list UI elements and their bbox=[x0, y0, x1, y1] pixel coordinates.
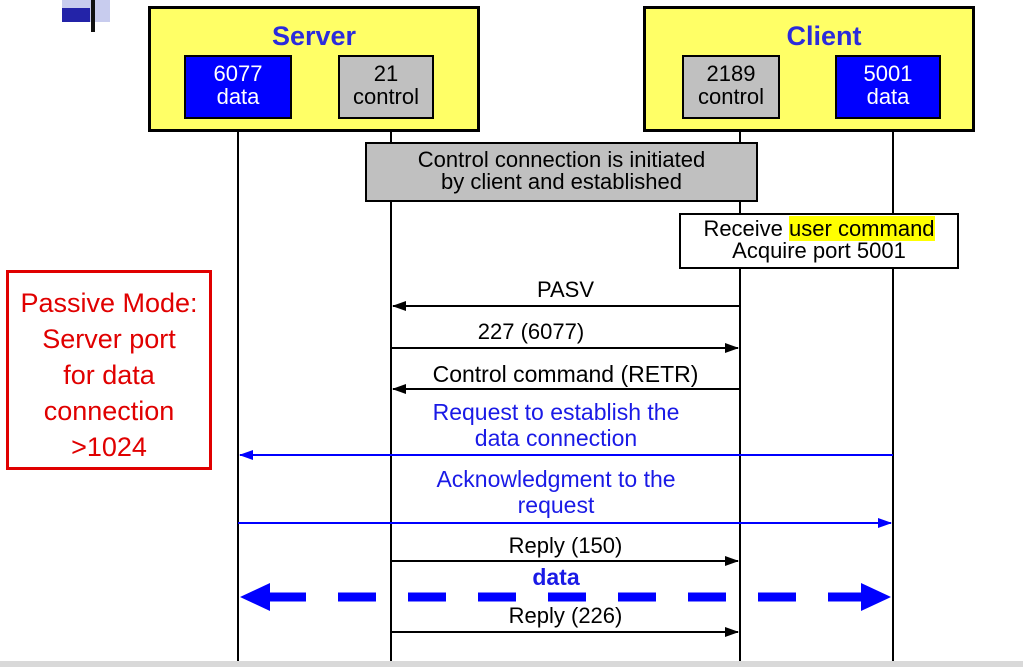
passive-mode-note: Passive Mode: Server port for data conne… bbox=[6, 270, 212, 470]
server-box: Server 6077 data 21 control bbox=[148, 6, 480, 132]
client-data-port: 5001 data bbox=[835, 55, 941, 119]
arrowhead-data-left bbox=[240, 583, 270, 611]
label-pasv: PASV bbox=[536, 277, 595, 302]
passive-mode-line-5: >1024 bbox=[71, 432, 147, 462]
server-control-port: 21 control bbox=[338, 55, 434, 119]
server-data-port-number: 6077 bbox=[213, 61, 263, 86]
passive-mode-line-3: for data bbox=[63, 360, 155, 390]
client-data-port-number: 5001 bbox=[863, 61, 913, 86]
control-connection-note-line2: by client and established bbox=[441, 169, 682, 194]
server-control-port-number: 21 bbox=[373, 61, 399, 86]
label-reply-226: Reply (226) bbox=[508, 603, 623, 628]
server-control-port-label: control bbox=[352, 84, 420, 109]
client-data-port-label: data bbox=[866, 84, 910, 109]
label-request-line2: data connection bbox=[474, 425, 638, 451]
user-command-highlight: user command bbox=[789, 216, 935, 241]
label-227: 227 (6077) bbox=[477, 319, 585, 344]
passive-mode-line-1: Passive Mode: bbox=[20, 288, 198, 318]
label-ack-line2: request bbox=[517, 492, 595, 518]
client-box: Client 2189 control 5001 data bbox=[643, 6, 975, 132]
client-action-note-prefix: Receive bbox=[703, 216, 790, 241]
slide-bottom-border bbox=[0, 661, 1023, 667]
client-action-note-line1: Receive user command bbox=[681, 216, 957, 241]
passive-mode-line-2: Server port bbox=[42, 324, 176, 354]
slide-decoration-bar bbox=[62, 8, 90, 22]
server-title: Server bbox=[271, 21, 357, 51]
slide-decoration-line bbox=[91, 0, 95, 32]
client-action-note-line2: Acquire port 5001 bbox=[732, 238, 906, 263]
client-title: Client bbox=[786, 21, 862, 51]
label-data: data bbox=[532, 564, 580, 590]
client-control-port-number: 2189 bbox=[706, 61, 756, 86]
control-connection-note: Control connection is initiated by clien… bbox=[365, 142, 758, 202]
arrowhead-data-right bbox=[861, 583, 891, 611]
server-data-port-label: data bbox=[216, 84, 260, 109]
server-data-port: 6077 data bbox=[184, 55, 292, 119]
label-ack-line1: Acknowledgment to the bbox=[436, 466, 676, 492]
control-connection-note-line1: Control connection is initiated bbox=[417, 147, 706, 172]
label-reply-150: Reply (150) bbox=[508, 533, 623, 558]
client-control-port: 2189 control bbox=[682, 55, 780, 119]
passive-mode-line-4: connection bbox=[43, 396, 175, 426]
client-action-note: Receive user command Acquire port 5001 bbox=[679, 213, 959, 269]
client-control-port-label: control bbox=[697, 84, 765, 109]
label-retr: Control command (RETR) bbox=[432, 361, 699, 387]
label-request-line1: Request to establish the bbox=[432, 399, 680, 425]
